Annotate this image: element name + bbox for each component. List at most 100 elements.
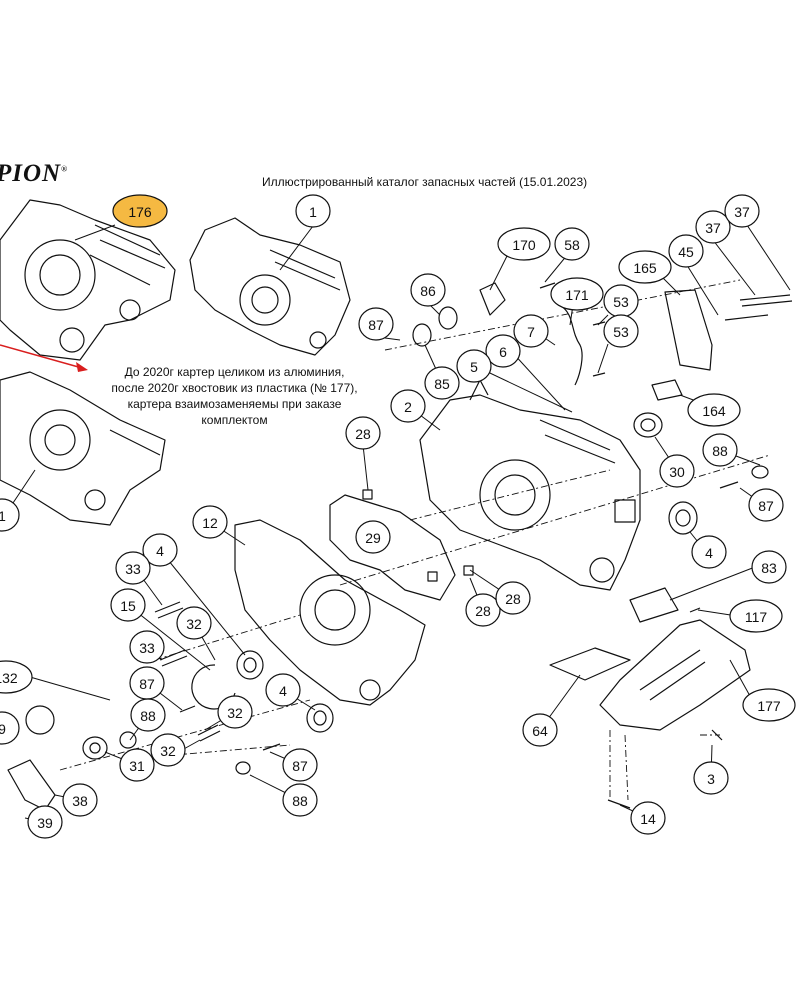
callout-number: 4 [279, 683, 287, 699]
callout-87: 87 [129, 666, 165, 700]
callout-bubble [345, 416, 381, 450]
callout-number: 165 [633, 260, 657, 276]
callout-85: 85 [424, 366, 460, 400]
callout-bubble [119, 748, 155, 782]
callout-bubble [282, 783, 318, 817]
callout-bubble [618, 250, 672, 284]
callout-number: 3 [707, 771, 715, 787]
callout-bubble [456, 349, 492, 383]
note-line: До 2020г картер целиком из алюминия, [124, 365, 345, 379]
callout-88: 88 [130, 698, 166, 732]
callout-bubble [142, 533, 178, 567]
callout-number: 5 [470, 359, 478, 375]
brand-logo: PION® [0, 160, 68, 188]
callout-number: 33 [139, 640, 155, 656]
callout-53: 53 [603, 284, 639, 318]
part-12-crankcase [234, 519, 426, 706]
callout-170: 170 [497, 227, 551, 261]
callout-number: 31 [129, 758, 145, 774]
callout-number: 176 [128, 204, 152, 220]
callout-bubble [748, 488, 784, 522]
callout-bubble [668, 234, 704, 268]
callout-number: 177 [757, 698, 781, 714]
part-164-block [651, 379, 683, 401]
part-171-spring [559, 304, 583, 386]
callout-number: 86 [420, 283, 436, 299]
callout-number: 37 [734, 204, 750, 220]
callout-bubble [390, 389, 426, 423]
callout-number: 6 [499, 344, 507, 360]
callout-53: 53 [603, 314, 639, 348]
part-83-bracket [629, 587, 679, 623]
callout-number: 171 [565, 287, 589, 303]
callout-number: 39 [37, 815, 53, 831]
callout-bubble [729, 599, 783, 633]
callout-bubble [659, 454, 695, 488]
callout-number: 32 [160, 743, 176, 759]
callout-28: 28 [345, 416, 381, 450]
callout-number: 30 [669, 464, 685, 480]
callout-number: 87 [292, 758, 308, 774]
callout-29: 29 [355, 520, 391, 554]
callout-bubble [497, 227, 551, 261]
callout-bubble [129, 630, 165, 664]
part-29-gasket [329, 494, 456, 601]
callout-87: 87 [358, 307, 394, 341]
callout-88: 88 [702, 433, 738, 467]
callout-bubble [742, 688, 796, 722]
callout-bubble [630, 801, 666, 835]
part-165-plate [664, 289, 713, 371]
note-line: комплектом [201, 413, 268, 427]
callout-bubble [691, 535, 727, 569]
bearings-and-seals [25, 306, 769, 775]
callout-bubble [702, 433, 738, 467]
callout-32: 32 [150, 733, 186, 767]
callout-number: 1 [309, 204, 317, 220]
callout-2: 2 [390, 389, 426, 423]
callout-number: 7 [527, 324, 535, 340]
callout-number: 53 [613, 294, 629, 310]
callout-number: 87 [139, 676, 155, 692]
callout-176: 176 [112, 194, 168, 228]
callout-58: 58 [554, 227, 590, 261]
callout-number: 88 [140, 708, 156, 724]
callout-bubble [724, 194, 760, 228]
callout-83: 83 [751, 550, 787, 584]
callout-37: 37 [724, 194, 760, 228]
callout-bubble [282, 748, 318, 782]
part-170-lever [479, 282, 506, 316]
callout-number: 38 [72, 793, 88, 809]
callout-bubble [150, 733, 186, 767]
callout-number: 88 [712, 443, 728, 459]
callout-bubble [295, 194, 331, 228]
brand-name: PION [0, 160, 62, 187]
callout-bubble [550, 277, 604, 311]
callout-bubble [176, 606, 212, 640]
callout-number: 45 [678, 244, 694, 260]
callout-number: 32 [186, 616, 202, 632]
callout-bubble [265, 673, 301, 707]
part-2-crankcase [419, 379, 641, 591]
callout-5: 5 [456, 349, 492, 383]
callout-bubble [0, 660, 33, 694]
callout-132: 132 [0, 660, 33, 694]
callout-number: 83 [761, 560, 777, 576]
part-1b-crankcase [0, 371, 166, 526]
callout-bubble [112, 194, 168, 228]
note-line: после 2020г хвостовик из пластика (№ 177… [111, 381, 358, 395]
callout-number: 87 [758, 498, 774, 514]
callout-171: 171 [550, 277, 604, 311]
part-64-plate [549, 647, 631, 681]
callout-bubble [217, 695, 253, 729]
callout-bubble [695, 210, 731, 244]
callout-bubble [495, 581, 531, 615]
callout-number: 15 [120, 598, 136, 614]
callout-number: 117 [745, 609, 768, 625]
callout-33: 33 [115, 551, 151, 585]
callout-number: 132 [0, 670, 18, 686]
note-arrow [0, 344, 88, 372]
callout-number: 53 [613, 324, 629, 340]
callout-87: 87 [282, 748, 318, 782]
callout-28: 28 [495, 581, 531, 615]
